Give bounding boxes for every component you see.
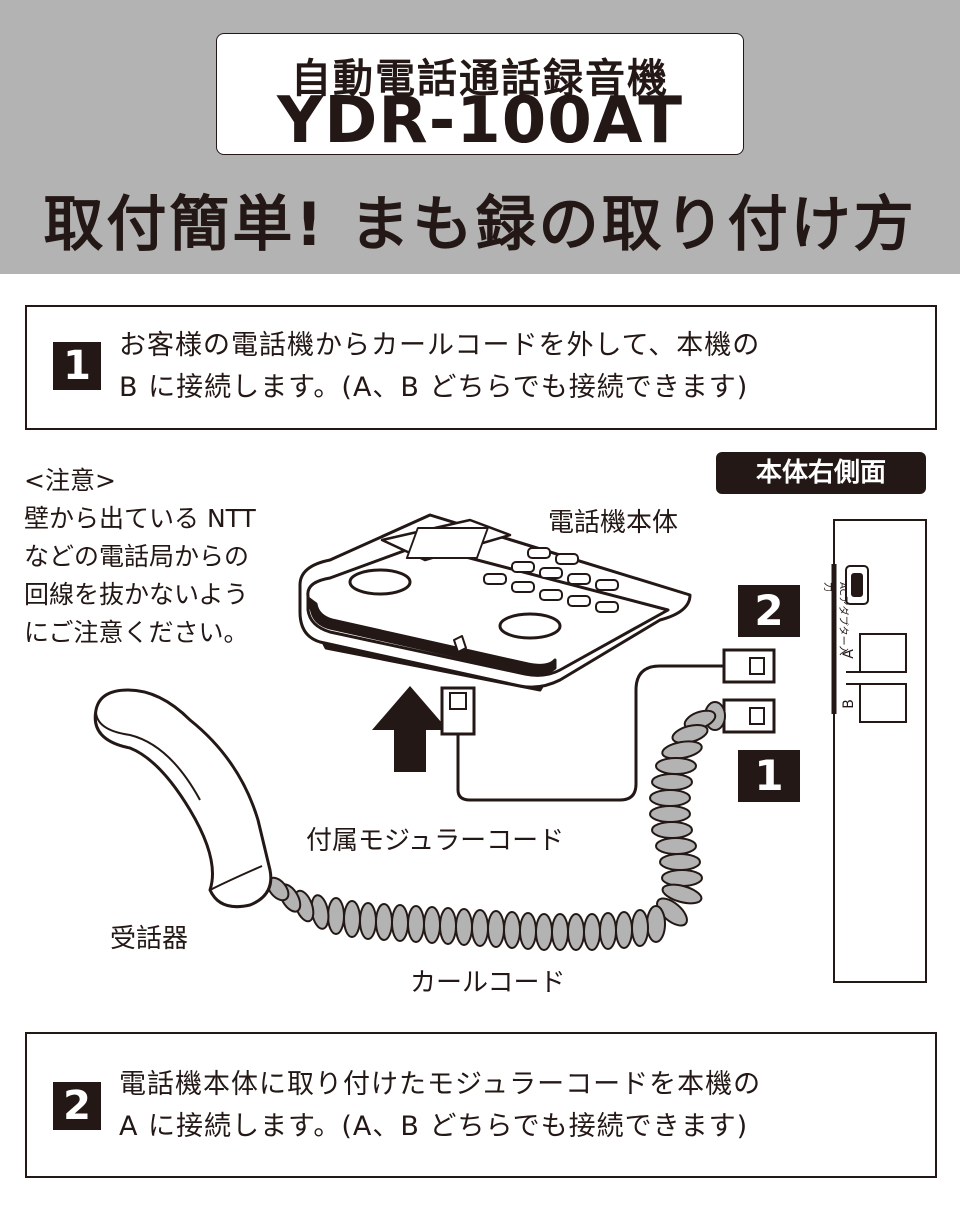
step-1-text: お客様の電話機からカールコードを外して、本機の B に接続します。(A、B どち… bbox=[119, 330, 761, 403]
up-arrow-icon bbox=[372, 686, 448, 772]
port-b-label: B bbox=[840, 699, 857, 709]
step-1-number: 1 bbox=[53, 342, 101, 390]
title-box: 自動電話通話録音機 YDR-100AT bbox=[216, 33, 744, 155]
recorder-side-view bbox=[831, 519, 927, 983]
marker-1: 1 bbox=[738, 750, 800, 802]
phone-body-label: 電話機本体 bbox=[548, 508, 679, 538]
curl-cord-illustration bbox=[266, 701, 726, 951]
headline: 取付簡単! まも録の取り付け方 bbox=[43, 190, 917, 260]
model-number: YDR-100AT bbox=[276, 84, 684, 158]
ac-adapter-label: ACアダプター入力 bbox=[822, 582, 848, 656]
curl-cord-label: カールコード bbox=[410, 968, 566, 998]
handset-illustration bbox=[93, 688, 273, 909]
caution-note: <注意> 壁から出ている NTT などの電話局からの 回線を抜かないよう にご注… bbox=[24, 466, 256, 647]
modular-cord-illustration bbox=[440, 648, 776, 802]
marker-2: 2 bbox=[738, 585, 800, 637]
step-1-box: 1 お客様の電話機からカールコードを外して、本機の B に接続します。(A、B … bbox=[25, 305, 937, 430]
side-view-badge: 本体右側面 bbox=[716, 452, 926, 494]
modular-cord-label: 付属モジュラーコード bbox=[306, 826, 565, 856]
header-band: 自動電話通話録音機 YDR-100AT 取付簡単! まも録の取り付け方 bbox=[0, 0, 960, 274]
curl-cord-plug-illustration bbox=[722, 698, 776, 734]
product-name: 自動電話通話録音機 bbox=[291, 56, 669, 102]
telephone-body-illustration bbox=[298, 513, 692, 692]
step-2-number: 2 bbox=[53, 1082, 101, 1130]
handset-label: 受話器 bbox=[110, 924, 189, 954]
step-2-text: 電話機本体に取り付けたモジュラーコードを本機の A に接続します。(A、B どち… bbox=[119, 1069, 762, 1142]
step-2-box: 2 電話機本体に取り付けたモジュラーコードを本機の A に接続します。(A、B … bbox=[25, 1032, 937, 1178]
